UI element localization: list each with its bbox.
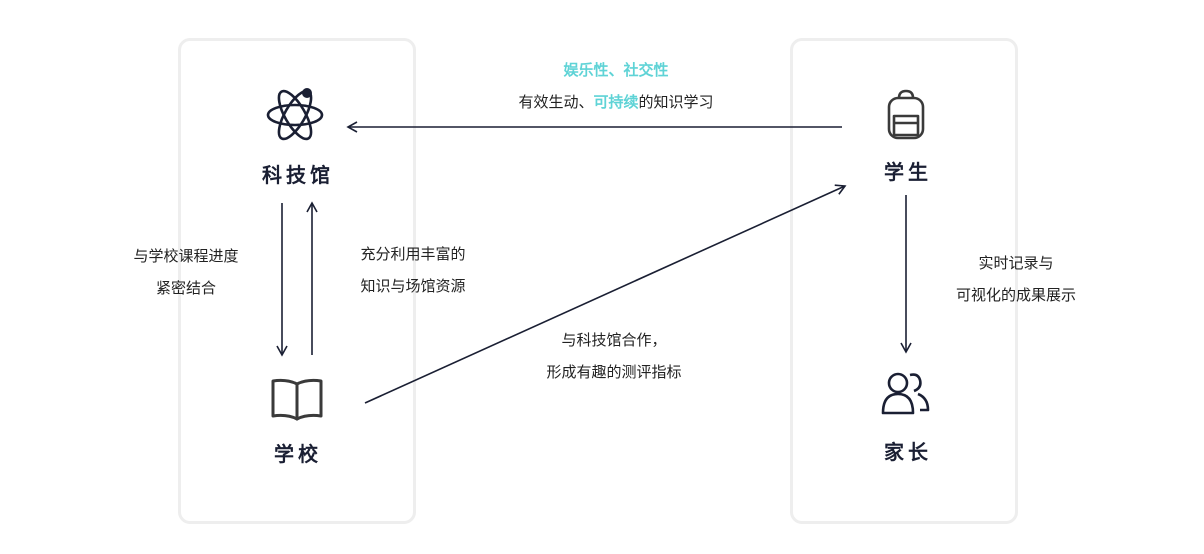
school-label: 学校 bbox=[274, 442, 322, 466]
arrow-school-to-student bbox=[364, 184, 847, 404]
backpack-icon bbox=[887, 89, 925, 140]
edge-label-line1: 与学校课程进度 bbox=[133, 247, 239, 265]
edge-label-line1: 实时记录与 bbox=[978, 254, 1054, 272]
left-panel bbox=[178, 38, 416, 524]
edge-label-school-to-museum: 充分利用丰富的 知识与场馆资源 bbox=[360, 238, 465, 302]
edge-label-line1: 与科技馆合作， bbox=[561, 331, 667, 349]
edge-label-line1: 娱乐性、社交性 bbox=[563, 61, 669, 79]
edge-label-school-to-student: 与科技馆合作， 形成有趣的测评指标 bbox=[546, 324, 681, 388]
edge-label-line1: 充分利用丰富的 bbox=[360, 245, 466, 263]
edge-label-line2: 有效生动、可持续的知识学习 bbox=[518, 93, 714, 111]
edge-label-museum-to-school: 与学校课程进度 紧密结合 bbox=[133, 240, 238, 304]
museum-label: 科技馆 bbox=[262, 163, 334, 187]
edge-label-line2: 紧密结合 bbox=[155, 279, 217, 297]
users-icon bbox=[881, 372, 930, 415]
open-book-icon bbox=[271, 378, 323, 421]
edge-label-line2: 可视化的成果展示 bbox=[955, 286, 1077, 304]
atom-icon bbox=[266, 88, 324, 141]
edge-label-line2: 知识与场馆资源 bbox=[360, 277, 466, 295]
right-panel bbox=[790, 38, 1018, 524]
student-label: 学生 bbox=[884, 160, 932, 184]
edge-label-line2: 形成有趣的测评指标 bbox=[546, 363, 682, 381]
edge-label-student-to-museum: 娱乐性、社交性 有效生动、可持续的知识学习 bbox=[518, 54, 713, 118]
edge-label-student-to-parent: 实时记录与 可视化的成果展示 bbox=[956, 247, 1076, 311]
parent-label: 家长 bbox=[884, 440, 932, 464]
